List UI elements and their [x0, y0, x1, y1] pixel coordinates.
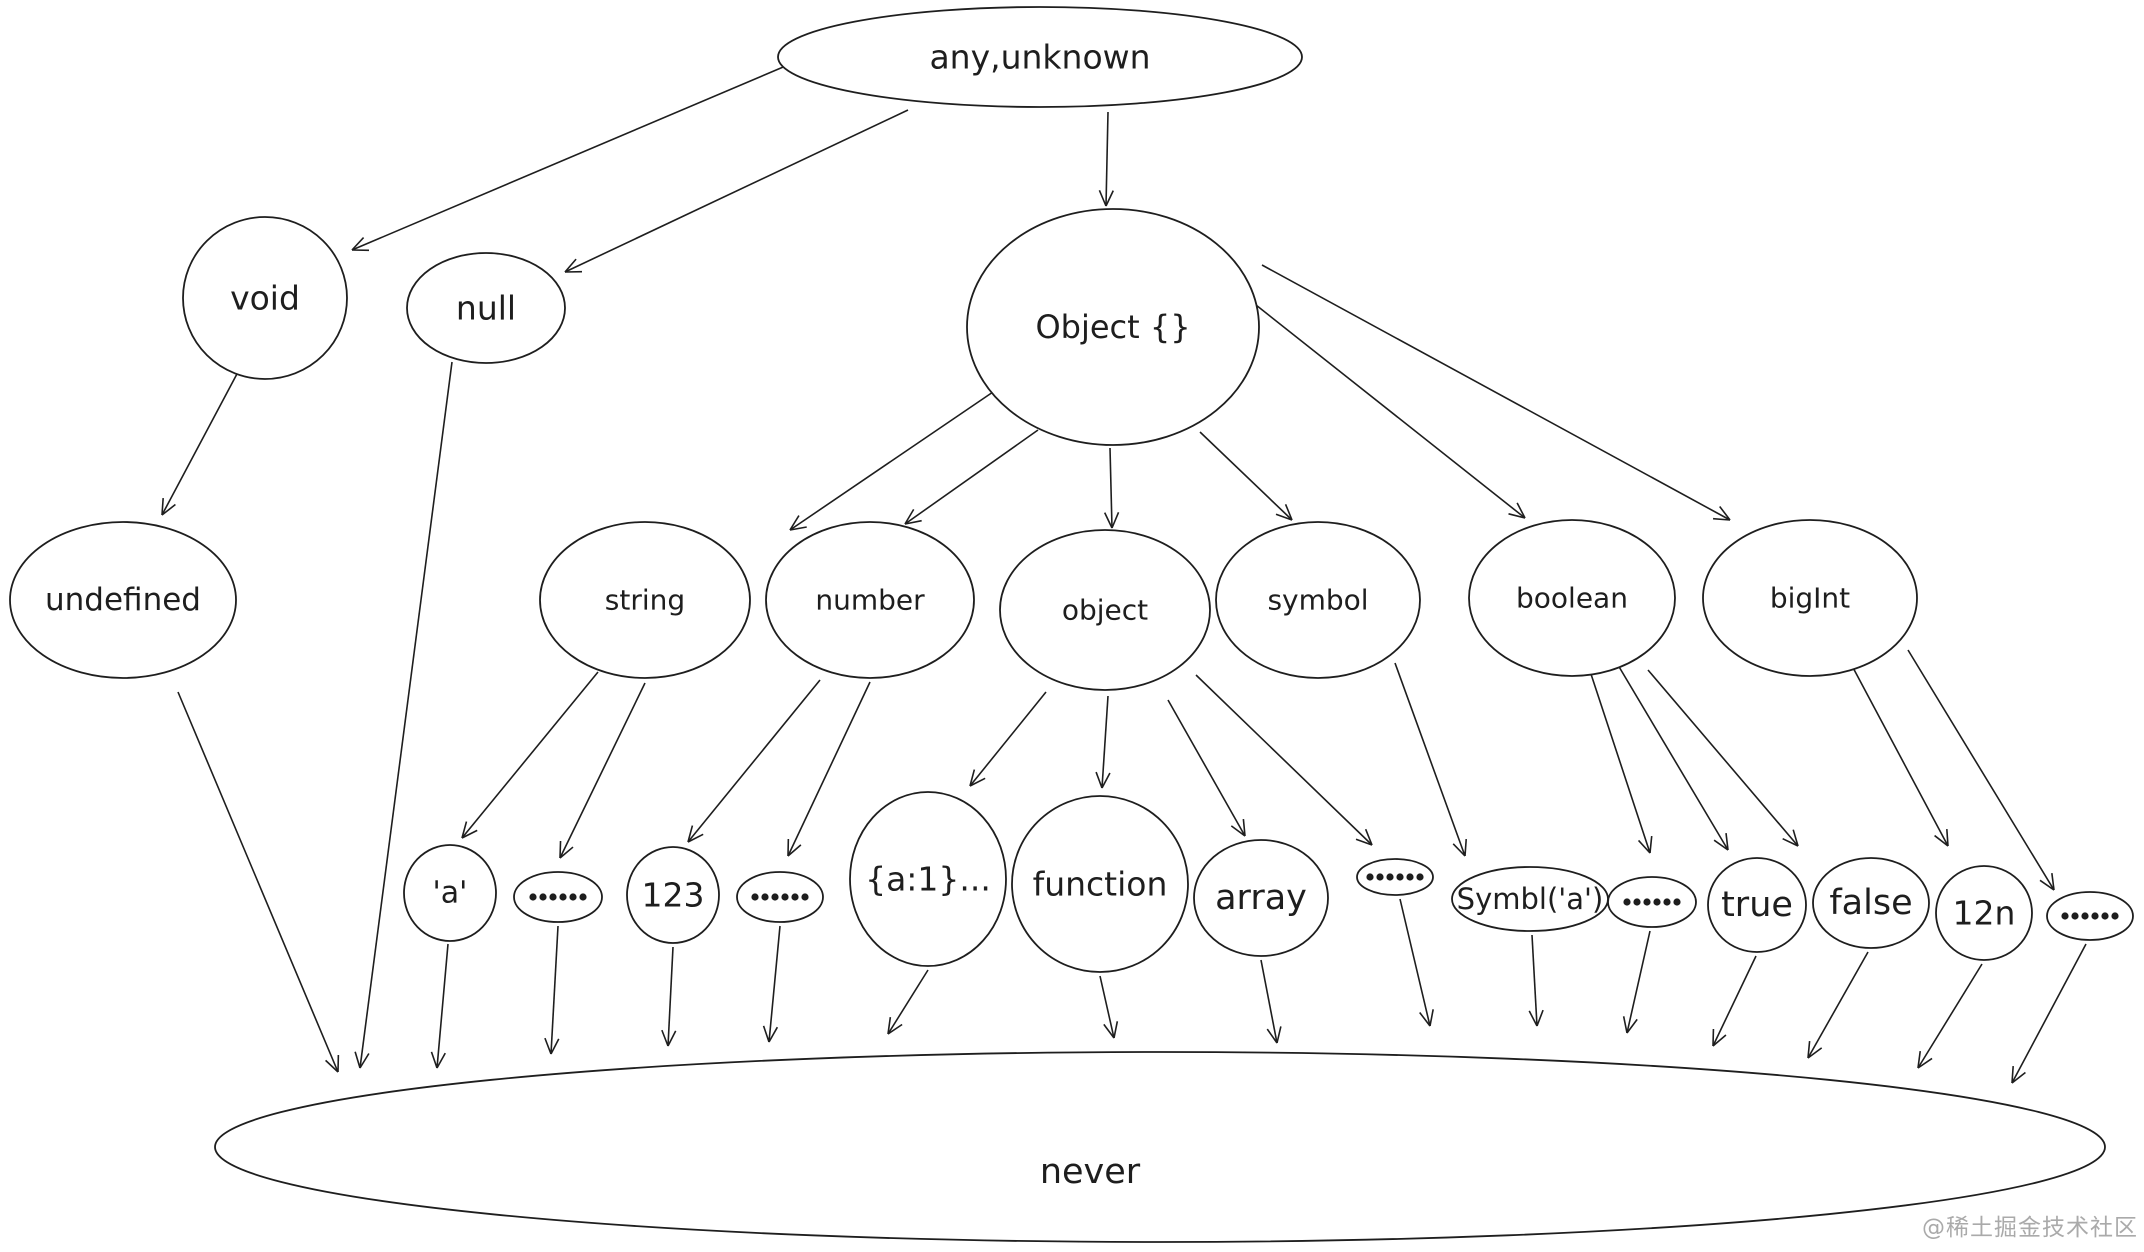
edge-lit-123-to-never [662, 947, 676, 1046]
node-lit-obj: {a:1}... [850, 792, 1006, 966]
svg-text:number: number [815, 584, 925, 617]
edge-lit-false-to-never [1808, 952, 1868, 1058]
svg-text:null: null [456, 289, 516, 328]
edge-undefined-to-never [178, 692, 338, 1072]
edge-number-to-lit-123 [688, 680, 820, 842]
node-never: never [215, 1052, 2105, 1242]
svg-text:object: object [1062, 594, 1148, 627]
node-dots-symbol: ...... [1608, 877, 1696, 927]
node-null: null [407, 253, 565, 363]
svg-text:{a:1}...: {a:1}... [865, 860, 991, 899]
node-lit-123: 123 [627, 847, 719, 943]
edge-boolean-to-dots-symbol [1588, 665, 1652, 853]
node-object: object [1000, 530, 1210, 690]
edge-dots-object-to-never [1400, 899, 1433, 1026]
node-dots-string: ...... [514, 872, 602, 922]
node-any-unknown: any,unknown [778, 7, 1302, 107]
watermark-text: @稀土掘金技术社区 [1922, 1208, 2138, 1242]
svg-text:string: string [605, 584, 685, 617]
node-array: array [1194, 840, 1328, 956]
edge-dots-symbol-to-never [1624, 931, 1650, 1033]
node-symbl-a: Symbl('a') [1452, 867, 1608, 931]
svg-text:Object {}: Object {} [1035, 308, 1190, 346]
edge-boolean-to-lit-false [1648, 670, 1798, 846]
edge-object-to-function [1096, 696, 1110, 788]
node-void: void [183, 217, 347, 379]
edge-object-to-dots-object [1196, 675, 1372, 845]
edge-lit-obj-to-never [888, 970, 928, 1034]
edge-object-root-to-number [905, 430, 1038, 524]
svg-text:void: void [230, 279, 300, 318]
edge-any-unknown-to-object-root [1099, 112, 1113, 206]
edge-symbl-a-to-never [1529, 935, 1543, 1026]
svg-text:'a': 'a' [433, 876, 468, 911]
edge-object-to-array [1168, 700, 1245, 836]
node-undefined: undefined [10, 522, 236, 678]
node-bigint: bigInt [1703, 520, 1917, 676]
svg-text:array: array [1215, 878, 1307, 918]
svg-text:false: false [1829, 883, 1912, 923]
svg-text:any,unknown: any,unknown [929, 38, 1150, 77]
edge-void-to-undefined [162, 372, 238, 515]
edge-string-to-lit-a [462, 672, 598, 838]
node-lit-a: 'a' [404, 845, 496, 941]
edge-lit-true-to-never [1713, 956, 1756, 1046]
edge-string-to-dots-string [560, 683, 645, 858]
node-boolean: boolean [1469, 520, 1675, 676]
edge-dots-string-to-never [545, 926, 559, 1054]
node-lit-12n: 12n [1936, 866, 2032, 960]
svg-text:undefined: undefined [45, 582, 201, 618]
edge-dots-number-to-never [764, 926, 780, 1042]
edge-lit-12n-to-never [1918, 964, 1982, 1068]
svg-text:never: never [1040, 1152, 1141, 1192]
edge-function-to-never [1100, 976, 1117, 1038]
edge-object-to-lit-obj [970, 692, 1046, 786]
node-dots-bigint: ...... [2047, 892, 2133, 940]
node-object-root: Object {} [967, 209, 1259, 445]
node-lit-false: false [1813, 858, 1929, 948]
svg-text:Symbl('a'): Symbl('a') [1457, 882, 1604, 916]
node-symbol: symbol [1216, 522, 1420, 678]
svg-text:boolean: boolean [1516, 582, 1628, 615]
node-function: function [1012, 796, 1188, 972]
edge-number-to-dots-number [788, 682, 870, 856]
edge-any-unknown-to-void [352, 62, 795, 250]
edge-bigint-to-lit-12n [1850, 662, 1948, 846]
node-dots-number: ...... [737, 872, 823, 922]
edge-object-root-to-boolean [1256, 305, 1525, 518]
edge-object-root-to-bigint [1262, 265, 1730, 520]
svg-text:symbol: symbol [1267, 584, 1368, 617]
svg-text:true: true [1721, 885, 1793, 925]
edge-any-unknown-to-null [565, 110, 908, 272]
edge-object-root-to-string [790, 392, 993, 530]
edge-null-to-never [355, 362, 452, 1068]
edge-symbol-to-symbl-a [1395, 663, 1466, 856]
edge-bigint-to-dots-bigint [1908, 650, 2054, 890]
node-number: number [766, 522, 974, 678]
svg-text:bigInt: bigInt [1770, 582, 1850, 615]
node-dots-object: ...... [1357, 859, 1433, 895]
edge-array-to-never [1261, 960, 1281, 1043]
node-lit-true: true [1708, 858, 1806, 952]
edge-object-root-to-object [1105, 448, 1119, 528]
edge-object-root-to-symbol [1200, 432, 1292, 520]
edge-dots-bigint-to-never [2012, 944, 2086, 1083]
edge-lit-a-to-never [431, 944, 448, 1068]
edge-boolean-to-lit-true [1615, 660, 1728, 850]
node-string: string [540, 522, 750, 678]
svg-text:function: function [1033, 865, 1168, 904]
svg-text:12n: 12n [1953, 894, 2016, 933]
svg-text:123: 123 [642, 876, 705, 915]
